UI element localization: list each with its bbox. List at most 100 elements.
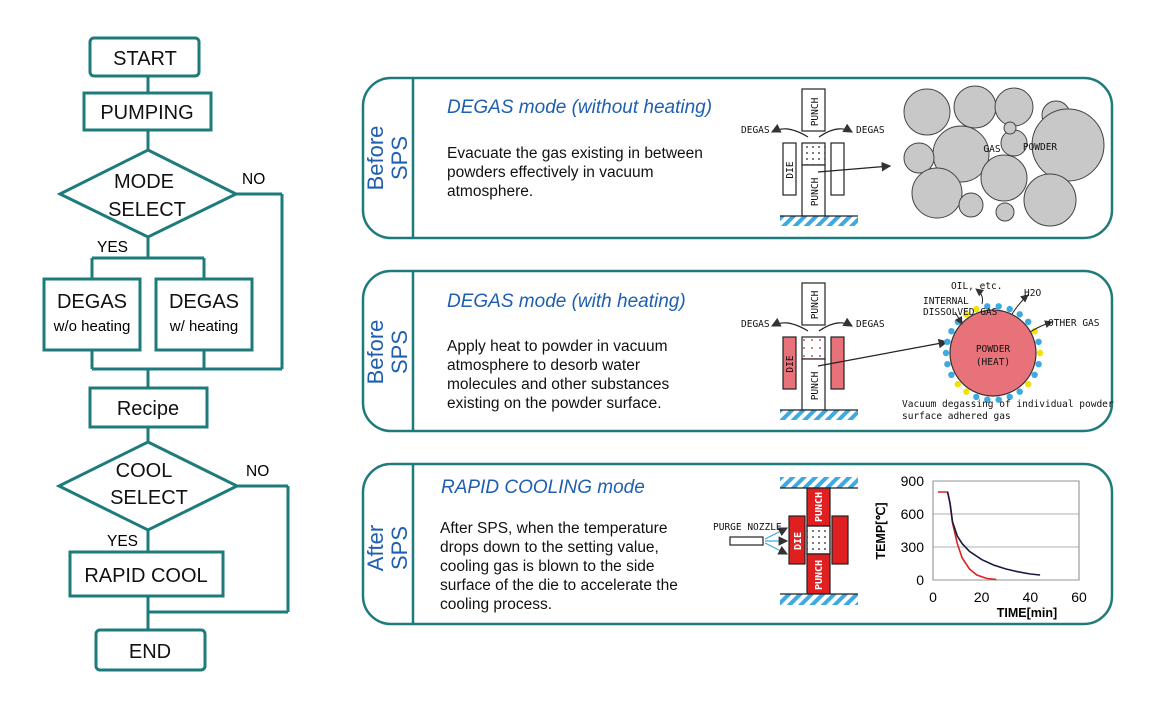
gas-label: GAS bbox=[983, 144, 1000, 155]
panel-side-label-1: Before bbox=[363, 126, 388, 191]
die-left bbox=[788, 515, 806, 565]
degas-wo-label-2: w/o heating bbox=[53, 318, 131, 335]
punch-top-label: PUNCH bbox=[814, 492, 825, 522]
other-gas-label: OTHER GAS bbox=[1048, 318, 1100, 329]
panel-body-line: surface of the die to accelerate the bbox=[440, 577, 678, 594]
base-hatch bbox=[780, 594, 858, 605]
powder-heat-label-1: POWDER bbox=[976, 344, 1011, 355]
h2o-label: H2O bbox=[1024, 288, 1041, 299]
panel-body-line: After SPS, when the temperature bbox=[440, 520, 667, 537]
degas-w-heating-node bbox=[154, 277, 254, 352]
mode-select-label-2: SELECT bbox=[108, 199, 186, 221]
adsorbed-molecule-dot bbox=[984, 303, 991, 310]
y-axis-label: TEMP[℃] bbox=[874, 502, 888, 559]
caption-line-1: Vacuum degassing of individual powder bbox=[902, 399, 1114, 410]
base-hatch bbox=[780, 410, 858, 420]
panel-body-line: Evacuate the gas existing in between bbox=[447, 145, 703, 162]
adsorbed-molecule-dot bbox=[1006, 305, 1013, 313]
internal-gas-label-2: DISSOLVED GAS bbox=[923, 307, 998, 318]
punch-bottom-label: PUNCH bbox=[814, 560, 825, 590]
adsorbed-molecule-dot bbox=[1036, 349, 1044, 357]
powder-fill bbox=[801, 142, 826, 166]
adsorbed-molecule-dot bbox=[1035, 361, 1042, 368]
degas-w-label-1: DEGAS bbox=[169, 291, 239, 313]
degas-arrow-left bbox=[770, 123, 809, 138]
y-tick-label: 0 bbox=[916, 572, 924, 588]
no-label-2: NO bbox=[246, 463, 269, 480]
purge-nozzle-label: PURGE NOZZLE bbox=[713, 522, 782, 533]
degas-wo-heating-node bbox=[42, 277, 142, 352]
cool-select-label-2: SELECT bbox=[110, 487, 188, 509]
adsorbed-molecule-dot bbox=[942, 349, 950, 357]
series-line bbox=[937, 491, 997, 581]
panel-side-label-2: SPS bbox=[387, 330, 412, 374]
die-right bbox=[830, 142, 845, 196]
x-tick-label: 20 bbox=[974, 589, 990, 605]
adsorbed-molecule-dot bbox=[963, 388, 970, 395]
powder-particles bbox=[903, 85, 1105, 227]
plot-area bbox=[932, 480, 1080, 581]
top-hatch bbox=[780, 477, 858, 488]
adsorbed-molecule-dot bbox=[973, 393, 980, 401]
panel-body-line: molecules and other substances bbox=[447, 376, 670, 393]
panel-body-line: powders effectively in vacuum bbox=[447, 164, 653, 181]
adsorbed-molecule-dot bbox=[948, 371, 955, 378]
pumping-node bbox=[82, 91, 213, 132]
degas-left-label: DEGAS bbox=[741, 125, 770, 136]
degas-right-label: DEGAS bbox=[856, 125, 885, 136]
adsorbed-molecule-dot bbox=[995, 396, 1002, 403]
degas-arrow-right bbox=[818, 317, 854, 332]
panel-side-label-1: Before bbox=[363, 320, 388, 385]
y-tick-label: 900 bbox=[901, 473, 925, 489]
flowchart bbox=[90, 76, 290, 630]
zoom-arrow bbox=[817, 161, 892, 173]
panel-body-line: atmosphere. bbox=[447, 183, 533, 200]
rapid-cool-label: RAPID COOL bbox=[84, 565, 207, 587]
yes-label-2: YES bbox=[107, 533, 138, 550]
y-tick-label: 600 bbox=[901, 506, 925, 522]
oil-label: OIL, etc. bbox=[951, 281, 1002, 292]
die-right bbox=[831, 515, 849, 565]
mold-figure-cooling bbox=[729, 477, 858, 605]
adsorbed-molecule-dot bbox=[1025, 318, 1032, 325]
panel-title: DEGAS mode (without heating) bbox=[447, 97, 712, 118]
panel-frame bbox=[361, 269, 1114, 433]
x-tick-label: 60 bbox=[1071, 589, 1087, 605]
adsorbed-molecule-dot bbox=[944, 338, 951, 345]
heated-powder-particle bbox=[942, 288, 1053, 403]
degas-arrow-right bbox=[818, 123, 854, 138]
recipe-label: Recipe bbox=[117, 398, 179, 420]
x-axis-label: TIME[min] bbox=[997, 606, 1057, 620]
cool-select-label-1: COOL bbox=[116, 460, 173, 482]
start-node bbox=[88, 36, 201, 78]
mode-select-label-1: MODE bbox=[114, 171, 174, 193]
end-node bbox=[94, 628, 207, 672]
panel-body-line: atmosphere to desorb water bbox=[447, 357, 640, 374]
panel-degas-without-heating: Before SPS DEGAS mode (without heating) … bbox=[361, 76, 1114, 240]
degas-w-label-2: w/ heating bbox=[169, 318, 238, 335]
surface-dots bbox=[942, 303, 1044, 403]
adsorbed-molecule-dot bbox=[995, 303, 1002, 310]
end-label: END bbox=[129, 641, 171, 663]
degas-arrow-left bbox=[770, 317, 809, 332]
adsorbed-molecule-dot bbox=[963, 311, 970, 318]
panel-side-label-2: SPS bbox=[387, 136, 412, 180]
degas-wo-label-1: DEGAS bbox=[57, 291, 127, 313]
adsorbed-molecule-dot bbox=[1006, 393, 1013, 401]
punch-bottom-label: PUNCH bbox=[810, 177, 821, 206]
adsorbed-molecule-dot bbox=[954, 318, 961, 325]
no-label-1: NO bbox=[242, 171, 265, 188]
mold-figure bbox=[770, 88, 892, 226]
adsorbed-molecule-dot bbox=[1016, 388, 1023, 395]
panel-body-line: cooling process. bbox=[440, 596, 552, 613]
punch-top bbox=[801, 88, 826, 132]
adsorbed-molecule-dot bbox=[948, 328, 955, 335]
panel-body-line: cooling gas is blown to the side bbox=[440, 558, 655, 575]
punch-bottom-label: PUNCH bbox=[810, 371, 821, 400]
die-label: DIE bbox=[785, 161, 796, 178]
base-hatch bbox=[780, 216, 858, 226]
adsorbed-molecule-dot bbox=[973, 305, 980, 313]
pumping-label: PUMPING bbox=[100, 102, 193, 124]
